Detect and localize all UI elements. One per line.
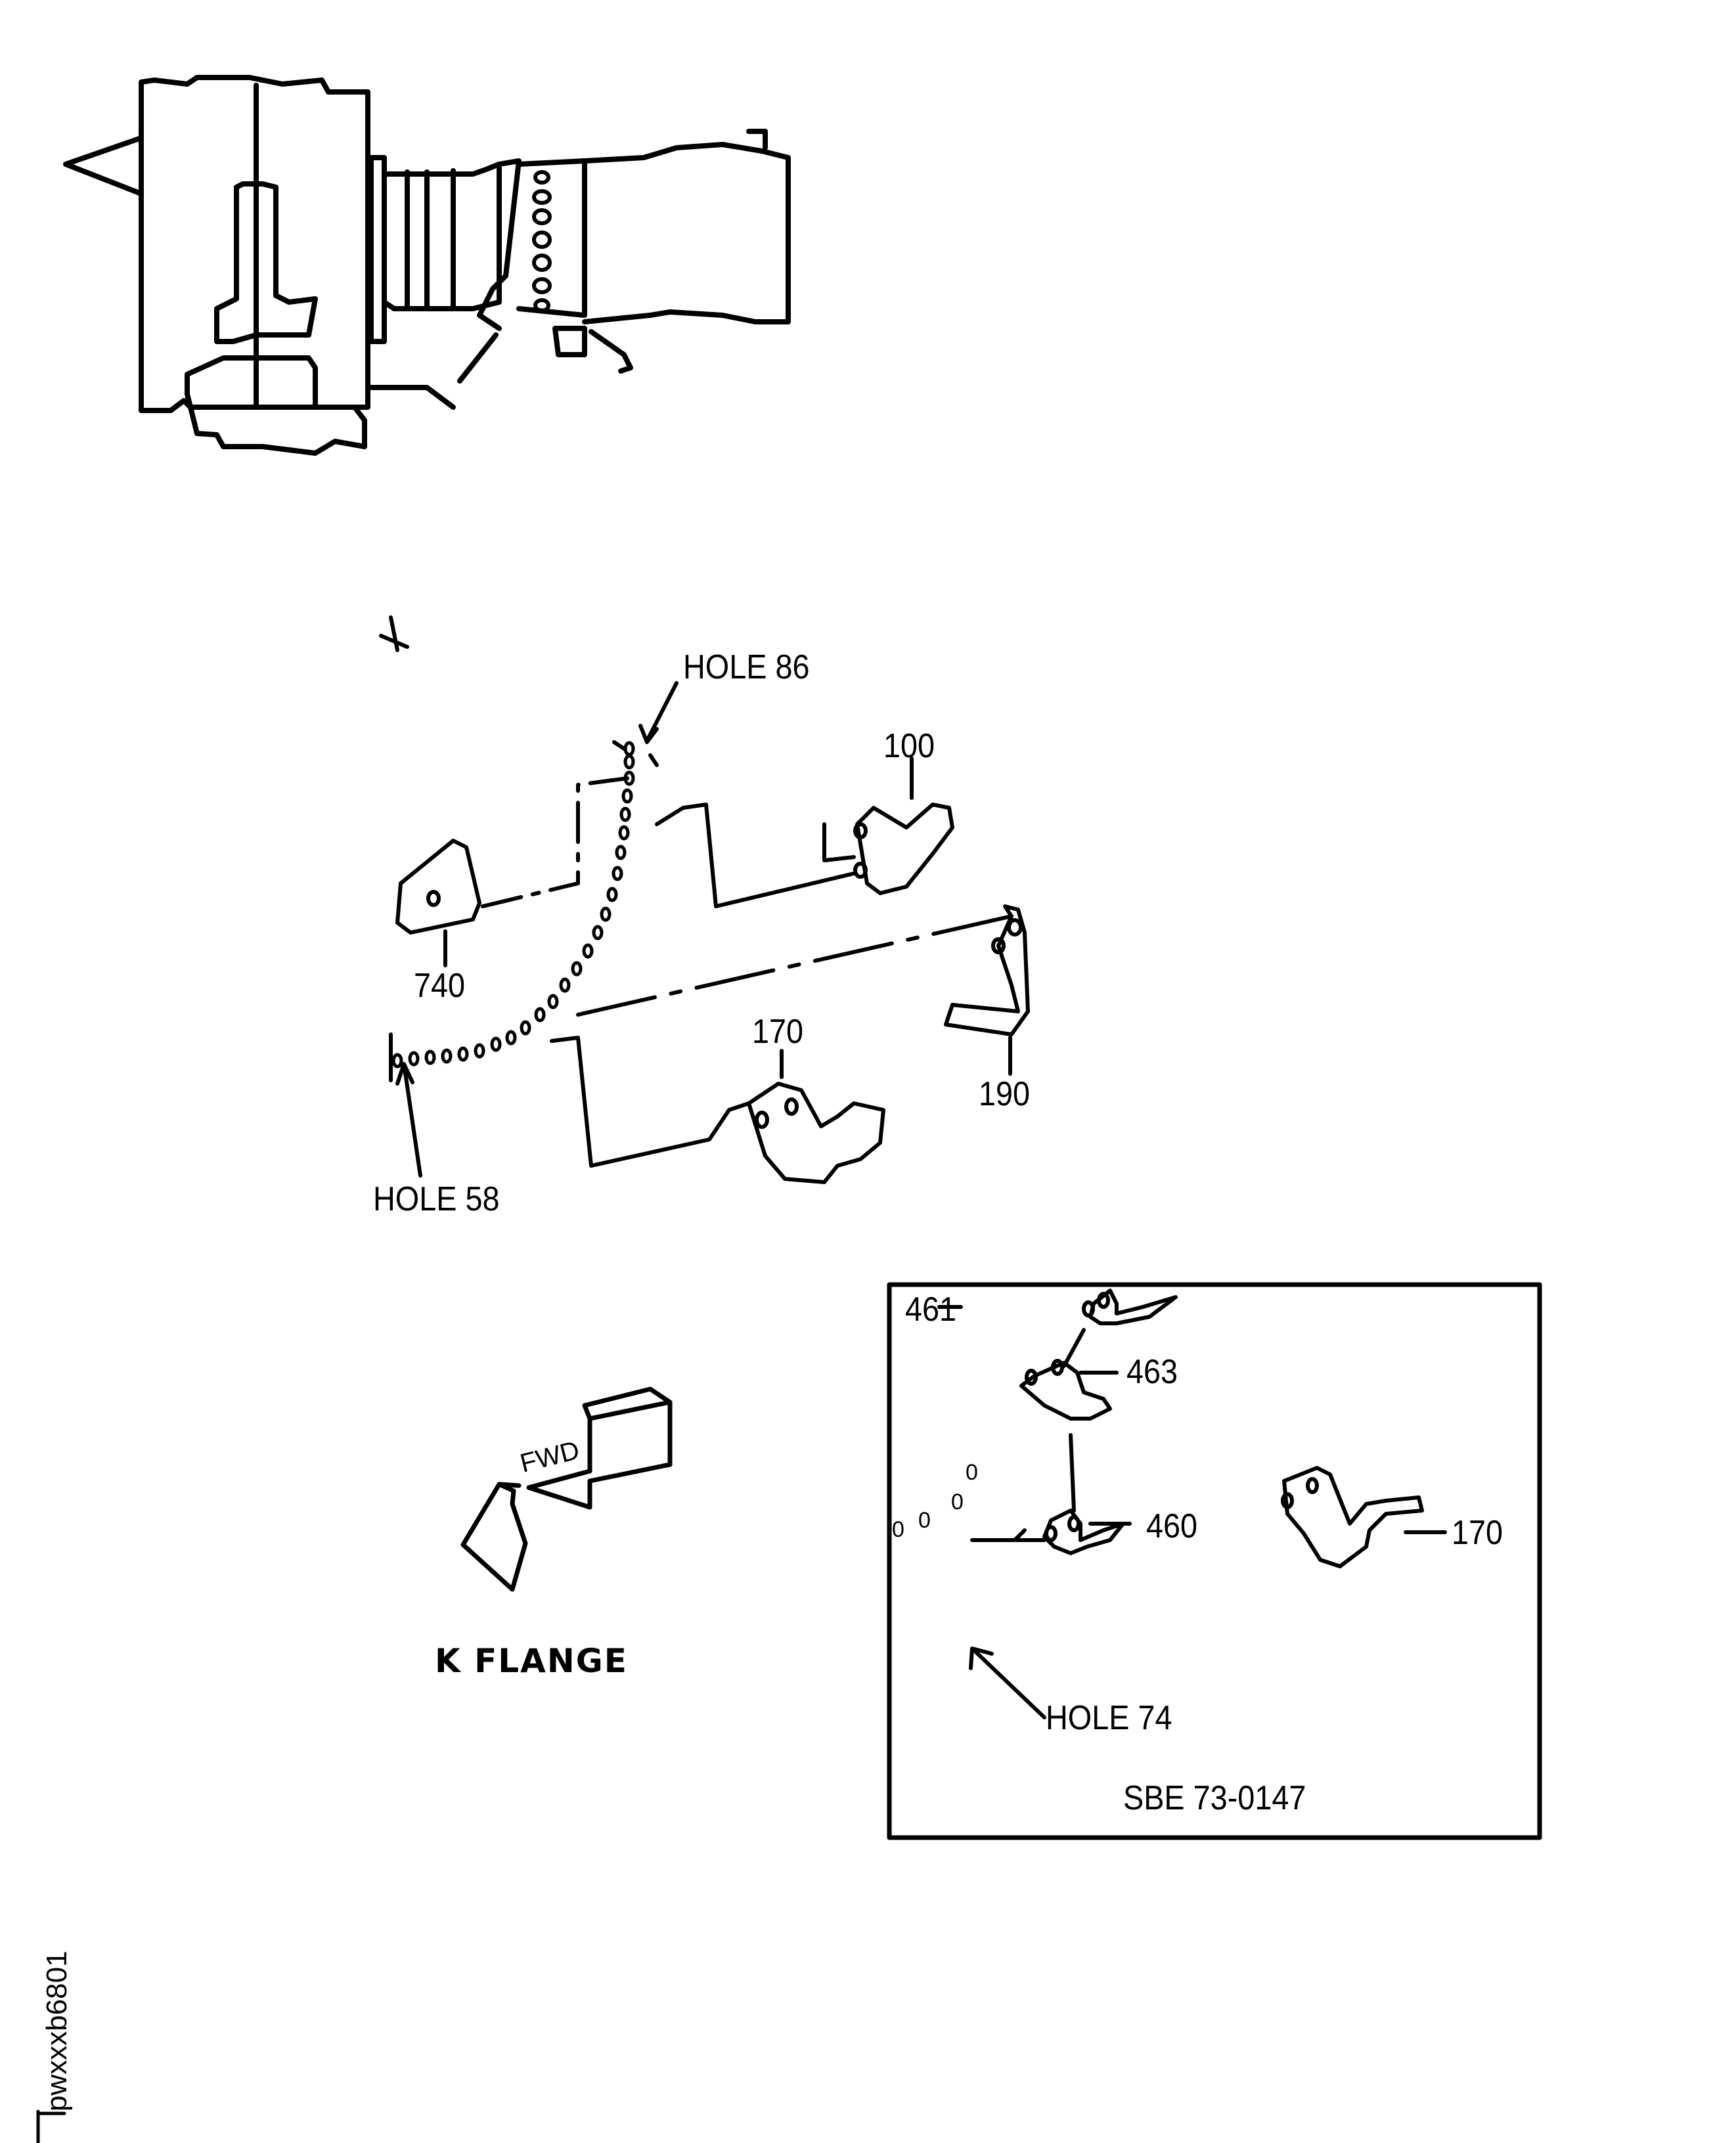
bracket-740 [395,839,481,935]
hole-mark: 0 [892,1517,904,1542]
bracket-100-hole [853,822,868,839]
pylon-line [365,385,456,410]
lower-fitting [552,326,587,357]
mount-line [655,806,685,826]
part-461 [1088,1289,1178,1325]
bracket-170-hole [784,1097,799,1116]
item-463-callout: 463 [1126,1353,1178,1391]
connector-461-463 [1062,1328,1086,1368]
inset-frame [887,1282,1542,1840]
part-hole [1044,1525,1057,1542]
item-170-callout: 170 [752,1013,804,1051]
part-170-inset [1282,1466,1424,1568]
engine-overview [63,75,791,456]
bracket-170 [747,1082,885,1184]
bracket-100-hole [853,862,868,879]
bracket-740-hole [426,890,441,907]
exhaust-fitting [746,129,768,150]
mount-line-190 [576,914,1013,1017]
k-flange-caption: K FLANGE [435,1642,628,1680]
hole-58-arrow [395,1062,422,1178]
bracket-100 [822,803,954,895]
k-flange-bracket [477,158,522,331]
mount-line-upper [481,776,629,908]
connector-463-460 [1069,1433,1076,1513]
mount-line-170 [550,1036,751,1168]
engine-nose-cone [63,135,144,196]
flange-hole-pattern [391,741,635,1069]
hole-86-ticks [612,740,659,767]
combustor-holes [532,170,552,313]
core-flange [368,155,387,344]
hole-mark: 0 [951,1490,964,1514]
hole-mark: 0 [918,1508,931,1533]
combustor-section [516,158,587,318]
item-460-callout: 460 [1146,1507,1198,1545]
part-hole [1281,1492,1294,1509]
item-100-callout: 100 [883,727,935,765]
bracket-190-hole [991,937,1006,954]
turbine-exhaust [582,142,791,324]
part-463 [1019,1361,1112,1421]
part-hole [1306,1477,1319,1494]
location-leader [457,332,499,384]
sbe-inset [887,1282,1542,1840]
main-view [379,615,1030,1184]
inset-title: SBE 73-0147 [1123,1779,1306,1817]
item-170-inset-callout: 170 [1452,1514,1503,1552]
part-hole [1097,1292,1110,1309]
fan-case [139,75,370,413]
gearbox-tower [214,181,318,344]
part-hole [1025,1369,1038,1386]
hole-58-callout: HOLE 58 [373,1180,500,1218]
compressor-section [382,162,502,311]
part-hole [1082,1300,1095,1317]
mount-line-100 [681,803,856,908]
part-hole [1051,1359,1064,1376]
part-hole [1067,1515,1080,1532]
item-740-callout: 740 [414,967,466,1005]
item-190-callout: 190 [979,1075,1031,1113]
drain-fitting [589,329,633,374]
accessory-gearbox [185,355,367,456]
bracket-190 [944,904,1030,1036]
hole-74-arrow [969,1646,1046,1719]
bracket-170-hole [755,1111,769,1129]
hole-86-arrow [638,681,679,744]
fwd-arrow-icon [460,1386,673,1592]
hole-74-line [970,1528,1046,1542]
hole-86-callout: HOLE 86 [683,648,810,686]
item-461-callout: 461 [905,1291,957,1329]
figure-identifier: pwxxxb6801 [41,1951,73,2111]
hole-74-callout: HOLE 74 [1046,1699,1172,1737]
cross-marker [379,615,409,652]
ident-bracket [36,2110,66,2143]
hole-mark: 0 [966,1460,978,1485]
bracket-190-hole [1007,918,1023,937]
